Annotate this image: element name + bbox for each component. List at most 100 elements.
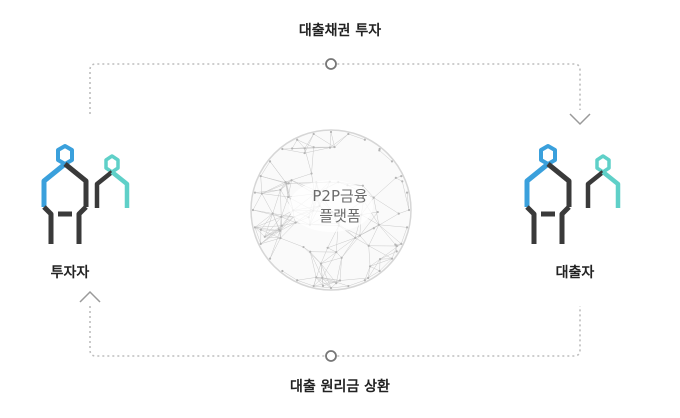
network-link (261, 181, 286, 194)
network-link (261, 189, 281, 194)
network-link (329, 131, 332, 148)
network-link (279, 216, 294, 231)
network-sphere-icon (250, 129, 412, 291)
network-node (400, 242, 403, 245)
network-link (369, 266, 380, 272)
network-link (287, 180, 292, 197)
network-node (253, 191, 257, 194)
investor-figure-icon (41, 144, 130, 244)
network-link (327, 247, 337, 253)
platform-label: P2P금융 플랫폼 (270, 186, 410, 226)
network-link (264, 225, 282, 237)
network-node (279, 237, 282, 240)
network-node (378, 147, 381, 151)
network-node (326, 246, 329, 249)
network-link (313, 263, 322, 287)
network-node (358, 234, 361, 237)
network-node (280, 215, 283, 219)
top-flow-line (89, 63, 581, 114)
network-link (264, 216, 282, 237)
network-link (252, 193, 263, 211)
network-link (282, 270, 298, 281)
network-link (341, 237, 356, 258)
network-link (261, 193, 273, 214)
network-link (280, 222, 296, 239)
network-node (354, 236, 357, 239)
borrower-figure-icon (524, 144, 621, 244)
network-link (281, 222, 296, 226)
network-link (281, 196, 289, 217)
network-node (329, 286, 333, 290)
network-node (268, 257, 272, 260)
network-node (284, 180, 287, 184)
network-link (280, 189, 282, 217)
network-link (368, 270, 380, 279)
network-link (303, 246, 322, 264)
network-link (280, 222, 296, 231)
network-node (271, 212, 274, 215)
network-node (372, 227, 375, 230)
network-link (395, 177, 403, 182)
network-link (309, 251, 323, 278)
network-link (311, 147, 314, 174)
network-link (286, 182, 317, 184)
network-node (363, 138, 366, 141)
network-node (281, 269, 284, 273)
network-link (280, 183, 287, 191)
network-link (336, 237, 356, 253)
network-link (269, 238, 281, 259)
network-node (333, 145, 336, 149)
network-link (254, 227, 265, 237)
network-node (378, 269, 381, 273)
network-node (321, 284, 325, 287)
network-link (373, 177, 397, 198)
network-link (260, 161, 271, 177)
network-link (322, 277, 332, 289)
network-node (390, 257, 394, 260)
network-node (405, 191, 409, 194)
network-link (269, 161, 286, 183)
network-node (312, 284, 315, 288)
network-node (340, 256, 343, 259)
network-link (260, 176, 263, 194)
network-link (313, 285, 332, 289)
network-link (304, 147, 331, 154)
network-node (296, 138, 299, 141)
network-link (316, 277, 332, 289)
network-link (285, 182, 289, 197)
network-link (330, 282, 337, 289)
network-node (259, 175, 262, 178)
network-node (312, 132, 315, 136)
network-link (398, 209, 410, 214)
network-node (394, 243, 397, 246)
network-node (296, 279, 299, 282)
network-node (294, 221, 297, 224)
network-link (379, 150, 393, 162)
network-link (379, 258, 393, 272)
network-node (281, 147, 284, 151)
network-link (320, 263, 337, 284)
network-node (405, 226, 409, 229)
network-link (320, 251, 337, 264)
network-node (368, 265, 372, 268)
network-link (339, 257, 342, 281)
network-link (362, 185, 374, 198)
bottom-circle-node-icon (325, 350, 337, 362)
network-link (378, 224, 396, 245)
network-link (339, 277, 369, 281)
network-node (347, 284, 350, 288)
network-link (297, 280, 314, 287)
network-link (291, 139, 298, 149)
network-node (287, 182, 290, 185)
network-link (379, 251, 397, 260)
network-link (272, 189, 281, 214)
network-link (313, 133, 335, 148)
network-link (296, 139, 305, 149)
network-link (254, 216, 282, 228)
up-arrow-icon (79, 290, 101, 303)
network-link (378, 224, 402, 245)
down-arrow-icon (569, 113, 591, 126)
network-node (347, 132, 350, 136)
network-link (309, 251, 322, 264)
